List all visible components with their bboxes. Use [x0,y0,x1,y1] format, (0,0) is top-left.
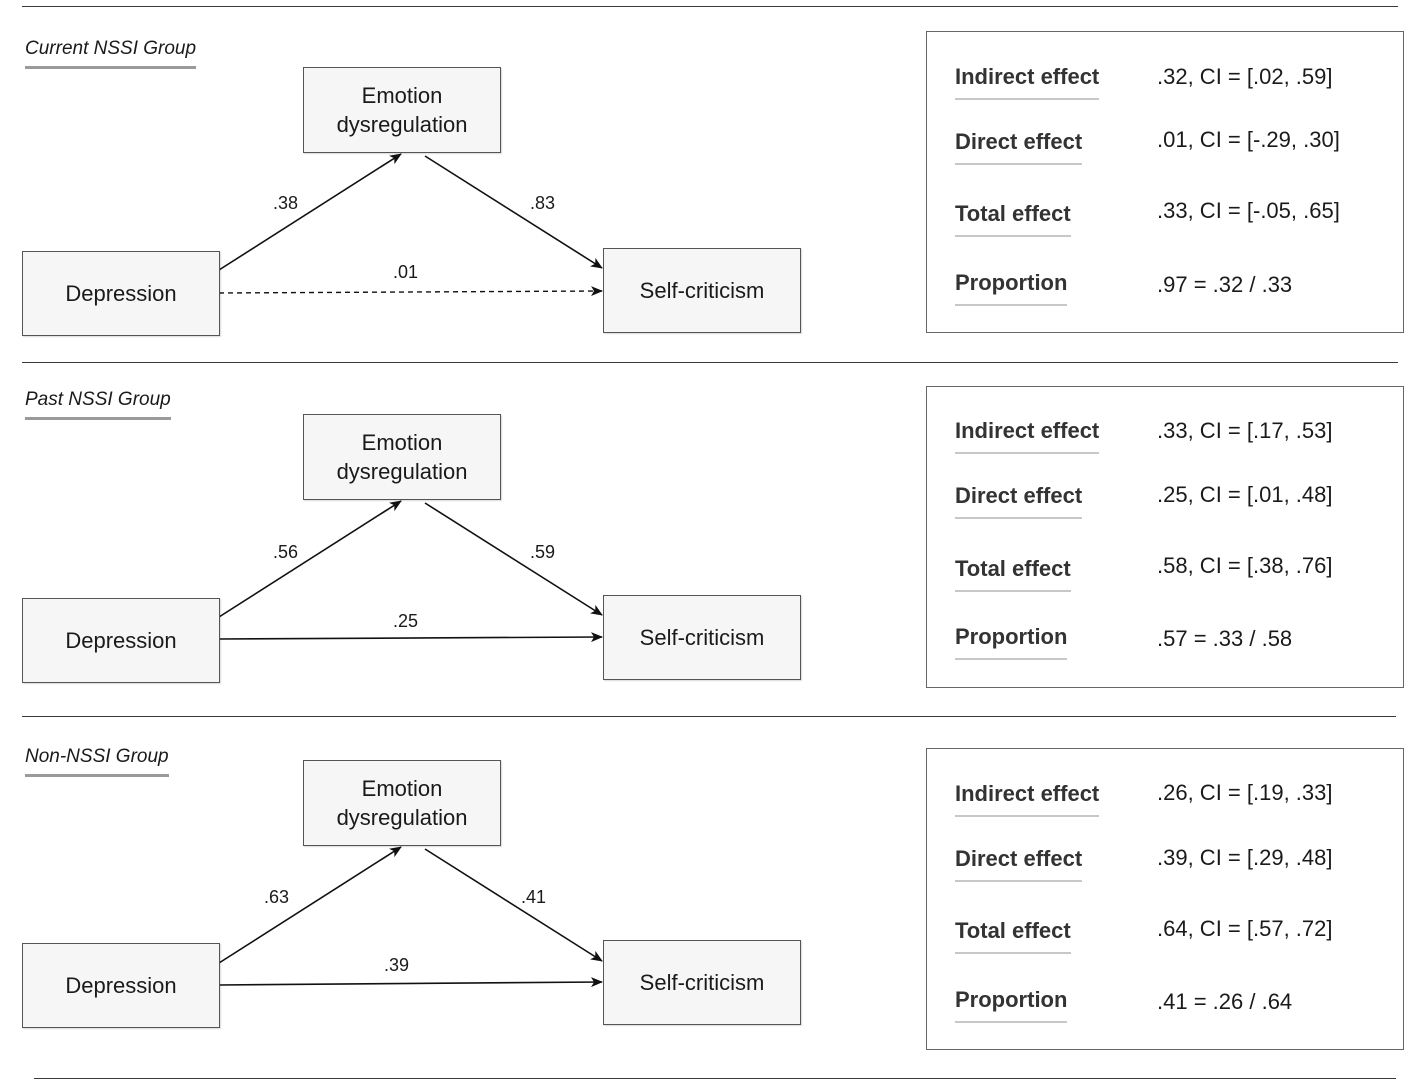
total-effect-label: Total effect [955,201,1071,237]
current-nssi-panel: Current NSSI Group Emotion dysregulation… [0,0,1416,355]
path-a-coefficient: .56 [273,542,299,562]
proportion-label: Proportion [955,987,1068,1023]
outcome-box: Self-criticism [603,595,801,680]
indirect-effect-value: .33, CI = [.17, .53] [1157,418,1333,443]
predictor-label: Depression [65,628,177,653]
path-c-arrow [218,286,603,297]
total-effect-label: Total effect [955,918,1071,954]
bottom-rule [34,1078,1396,1079]
path-arrows [218,500,603,643]
path-c-coefficient: .25 [393,611,419,631]
path-a-coefficient: .38 [273,193,299,213]
group-label: Non-NSSI Group [25,746,169,777]
indirect-effect-label: Indirect effect [955,781,1100,817]
total-effect-value: .58, CI = [.38, .76] [1157,553,1333,578]
path-a-coefficient: .63 [264,887,290,907]
direct-effect-value: .39, CI = [.29, .48] [1157,845,1333,870]
effects-box: Indirect effect .26, CI = [.19, .33] Dir… [926,748,1404,1050]
path-arrows [218,846,603,988]
direct-effect-value: .01, CI = [-.29, .30] [1157,127,1340,152]
path-c-arrow [218,632,603,643]
path-a-arrow [218,153,402,271]
predictor-label: Depression [65,973,177,998]
effects-box: Indirect effect .33, CI = [.17, .53] Dir… [926,386,1404,688]
total-effect-value: .64, CI = [.57, .72] [1157,916,1333,941]
path-c-arrow [218,977,603,988]
path-b-coefficient: .59 [530,542,556,562]
path-c-coefficient: .39 [384,955,410,975]
path-b-arrow [424,848,603,962]
mediator-label: Emotion dysregulation [336,430,468,484]
predictor-box: Depression [22,251,220,336]
proportion-value: .57 = .33 / .58 [1157,626,1293,651]
path-c-coefficient: .01 [393,262,419,282]
mediator-label: Emotion dysregulation [336,83,468,137]
mediator-label: Emotion dysregulation [336,776,468,830]
mediator-box: Emotion dysregulation [303,414,501,500]
effects-box: Indirect effect .32, CI = [.02, .59] Dir… [926,31,1404,333]
indirect-effect-value: .32, CI = [.02, .59] [1157,64,1333,89]
outcome-box: Self-criticism [603,940,801,1025]
group-label: Current NSSI Group [25,38,197,69]
indirect-effect-value: .26, CI = [.19, .33] [1157,780,1333,805]
outcome-box: Self-criticism [603,248,801,333]
divider-rule [22,716,1396,717]
mediator-box: Emotion dysregulation [303,760,501,846]
total-effect-label: Total effect [955,556,1071,592]
path-arrows [218,153,603,297]
outcome-label: Self-criticism [639,278,765,303]
mediator-box: Emotion dysregulation [303,67,501,153]
direct-effect-label: Direct effect [955,846,1083,882]
path-b-arrow [424,155,603,269]
proportion-label: Proportion [955,270,1068,306]
indirect-effect-label: Indirect effect [955,418,1100,454]
proportion-value: .97 = .32 / .33 [1157,272,1293,297]
outcome-label: Self-criticism [639,625,765,650]
outcome-label: Self-criticism [639,970,765,995]
indirect-effect-label: Indirect effect [955,64,1100,100]
path-a-arrow [218,846,402,964]
direct-effect-label: Direct effect [955,129,1083,165]
predictor-box: Depression [22,598,220,683]
divider-rule [22,362,1398,363]
total-effect-value: .33, CI = [-.05, .65] [1157,198,1340,223]
top-rule [22,6,1398,7]
direct-effect-value: .25, CI = [.01, .48] [1157,482,1333,507]
proportion-value: .41 = .26 / .64 [1157,989,1293,1014]
group-label: Past NSSI Group [25,389,171,420]
past-nssi-panel: Past NSSI Group Emotion dysregulation De… [0,347,1416,702]
non-nssi-panel: Non-NSSI Group Emotion dysregulation Dep… [0,693,1416,1050]
path-a-arrow [218,500,402,618]
proportion-label: Proportion [955,624,1068,660]
direct-effect-label: Direct effect [955,483,1083,519]
path-b-arrow [424,502,603,616]
path-b-coefficient: .41 [521,887,547,907]
path-b-coefficient: .83 [530,193,556,213]
predictor-box: Depression [22,943,220,1028]
predictor-label: Depression [65,281,177,306]
